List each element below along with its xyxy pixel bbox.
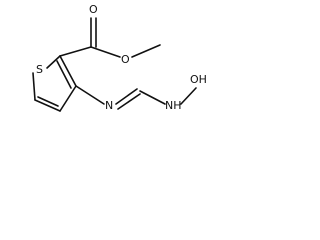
bond-c3-c4 xyxy=(59,85,77,112)
bond-c2-c3-double xyxy=(56,60,72,89)
bond-oester-methyl xyxy=(131,44,161,58)
chemical-structure: O O S N NH OH xyxy=(32,3,207,112)
bond-s-c2 xyxy=(46,55,61,69)
bond-c2-carbonyl xyxy=(59,46,92,57)
thiophene-ring xyxy=(32,55,77,112)
bond-n-ch-double xyxy=(117,93,141,110)
atom-nh: NH xyxy=(165,99,182,112)
ester-group xyxy=(59,17,161,58)
bond-c2-c3 xyxy=(59,55,77,87)
bond-nh-oh xyxy=(180,87,197,105)
bond-n-ch xyxy=(115,88,138,105)
bond-carbonyl-oester xyxy=(90,46,121,58)
amidoxime-group xyxy=(75,85,197,110)
atom-oh: OH xyxy=(190,73,207,86)
atom-n-imine: N xyxy=(105,99,113,112)
atom-s-ring: S xyxy=(36,63,43,76)
atom-o-ester: O xyxy=(121,53,130,66)
bond-c5-s xyxy=(32,72,36,101)
bond-c4-c5 xyxy=(34,99,61,112)
bond-ch-nh xyxy=(139,90,166,105)
bond-c4-c5-double xyxy=(37,96,59,107)
bond-c3-n xyxy=(75,85,105,105)
atom-o-carbonyl: O xyxy=(89,3,98,16)
